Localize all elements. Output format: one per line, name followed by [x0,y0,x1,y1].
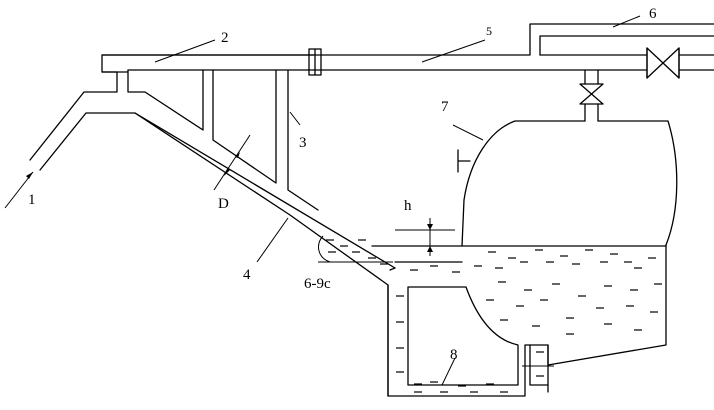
branch-baffles [127,69,319,211]
pipe-5 [307,23,714,76]
label-h: h [404,198,412,214]
compartment-8 [387,284,554,397]
label-5: 5 [486,24,492,38]
label-2: 2 [221,30,229,46]
duct-4 [134,112,396,271]
gate-valve-icon [646,47,680,79]
label-8: 8 [450,347,458,363]
liquid-surface [371,245,667,263]
h-dimension [395,218,455,256]
label-4: 4 [243,267,251,283]
inlet-duct [29,54,667,397]
angle-mark [318,235,393,263]
label-3: 3 [299,135,307,151]
drop-pipe [584,69,599,122]
label-1: 1 [28,192,36,208]
leader-lines [154,15,641,386]
label-angle: 6-9c [304,276,331,292]
top-header-pipe [101,54,314,73]
liquid-dashes [326,239,662,393]
tank-7 [457,120,678,247]
valve-icon [579,83,604,105]
flow-arrow-icon [4,171,34,209]
label-d: D [218,196,229,212]
d-dimension [213,134,251,191]
label-7: 7 [441,99,449,115]
label-6: 6 [649,6,657,22]
